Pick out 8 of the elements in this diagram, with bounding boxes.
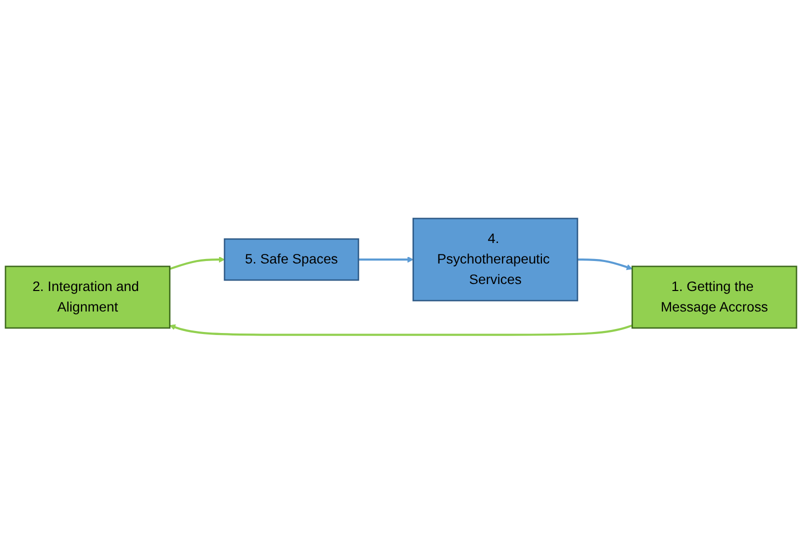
node-box: 2. Integration and Alignment [4,266,170,329]
arrow [358,256,414,262]
node-box: 1. Getting the Message Accross [632,266,798,329]
node-box: 4. Psychotherapeutic Services [412,218,578,302]
arrow [577,258,632,270]
arrow [169,256,225,270]
node-box: 5. Safe Spaces [224,238,360,281]
arrow [170,324,633,336]
